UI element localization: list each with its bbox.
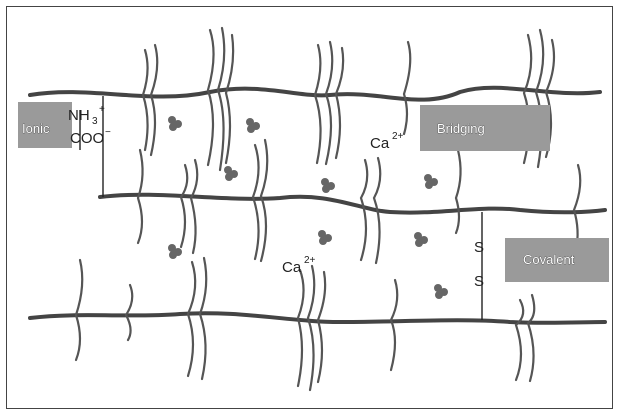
calcium-label-lower: Ca (282, 259, 302, 276)
ammonium-superscript: + (99, 104, 105, 115)
calcium-superscript-lower: 2+ (304, 255, 316, 266)
ammonium-subscript: 3 (92, 116, 98, 127)
bridging-label: Bridging (437, 121, 485, 136)
polymer-chain-middle (100, 195, 605, 213)
ionic-label: Ionic (22, 121, 50, 136)
small-molecules (168, 116, 448, 299)
ammonium-label: NH (68, 107, 90, 124)
carboxylate-superscript: − (105, 127, 111, 138)
calcium-label-upper: Ca (370, 135, 390, 152)
carboxylate-label: COO (70, 130, 104, 147)
covalent-label: Covalent (523, 252, 575, 267)
calcium-superscript-upper: 2+ (392, 131, 404, 142)
sulfur-label-bottom: S (474, 273, 484, 290)
sulfur-label-top: S (474, 239, 484, 256)
